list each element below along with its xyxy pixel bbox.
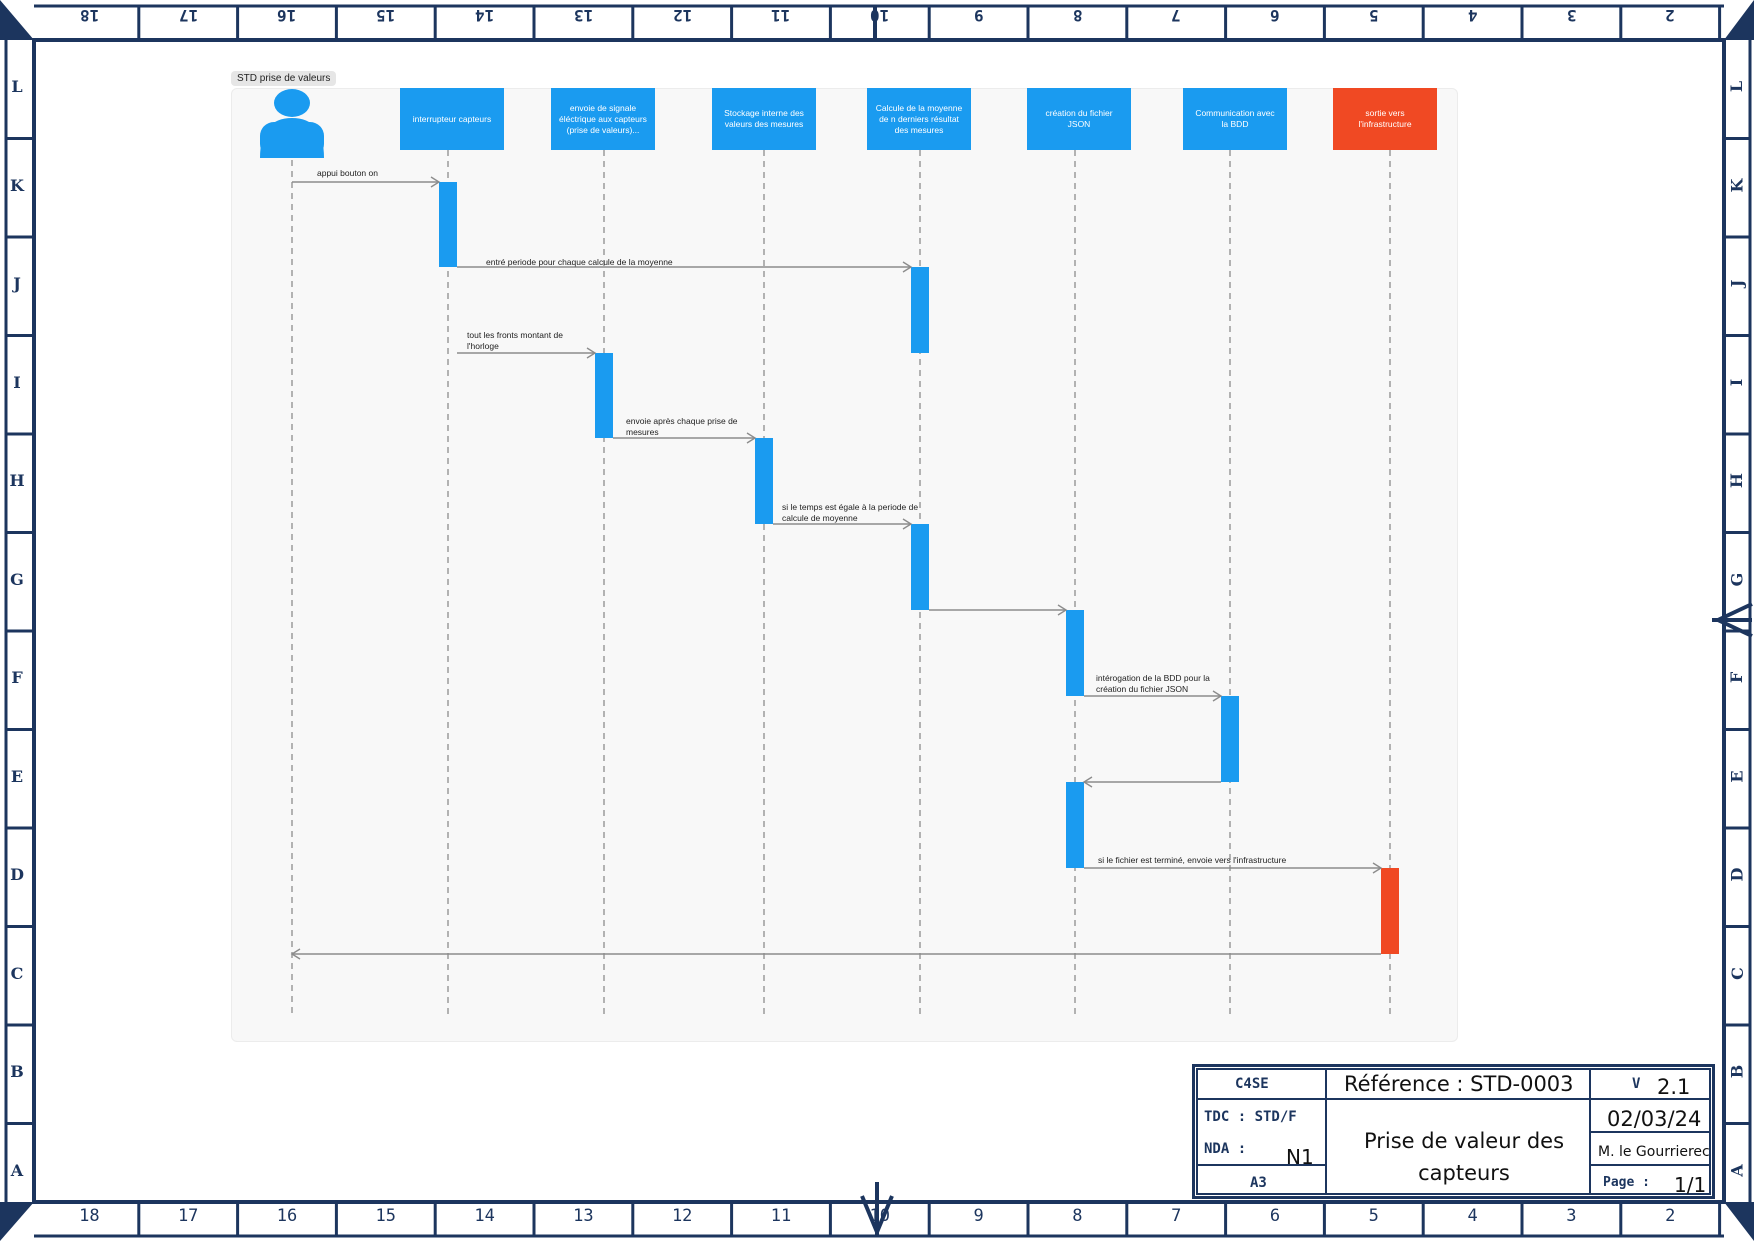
message-label: envoie après chaque prise de mesures [626,416,738,437]
version: 2.1 [1657,1075,1691,1099]
zone-label-bottom: 7 [1171,1206,1182,1226]
zone-label-left: J [13,274,21,294]
page-label: Page : [1603,1175,1650,1190]
zone-label-left: F [11,668,23,688]
zone-label-bottom: 16 [276,1206,298,1226]
nda-label: NDA : [1204,1141,1247,1157]
company-code: C4SE [1235,1076,1269,1092]
activation-bar [1066,782,1084,868]
zone-label-bottom: 3 [1566,1206,1577,1226]
actor-icon [260,89,324,158]
zone-label-left: L [11,77,23,97]
centering-mark-top [873,6,877,40]
zone-label-bottom: 5 [1368,1206,1379,1226]
arrow-head [1372,862,1383,874]
arrow-head [586,347,597,359]
zone-label-bottom: 13 [573,1206,594,1226]
zone-label-bottom: 9 [973,1206,984,1226]
diagram-title: STD prise de valeurs [231,71,337,86]
participant-box: interrupteur capteurs [400,88,504,150]
zone-label-bottom: 4 [1467,1206,1478,1226]
zone-label-left: H [9,471,25,491]
zone-label-left: K [10,175,24,195]
arrow-head [1057,604,1068,616]
arrow-head [1082,776,1093,788]
centering-mark-right [1712,602,1753,638]
zone-label-bottom: 8 [1072,1206,1083,1226]
participant-box: sortie vers l'infrastructure [1333,88,1437,150]
activation-bar [1066,610,1084,696]
message-label: entré periode pour chaque calcule de la … [486,257,673,267]
message-label: tout les fronts montant de l'horloge [467,330,563,351]
zone-label-left: A [10,1160,24,1180]
activation-bar [911,524,929,610]
arrow-head [1212,690,1223,702]
zone-label-bottom: 2 [1665,1206,1676,1226]
zone-label-bottom: 17 [177,1206,199,1226]
activation-bar [1221,696,1239,782]
zone-label-left: B [10,1062,24,1082]
arrow-head [290,948,301,960]
centering-mark-bottom [860,1182,894,1238]
zone-label-bottom: 11 [770,1206,792,1226]
tdc: TDC : STD/F [1204,1109,1297,1125]
zone-label-bottom: 6 [1269,1206,1281,1226]
author: M. le Gourrierec [1598,1144,1710,1160]
arrow-head [746,432,757,444]
zone-label-bottom: 10 [869,1206,891,1226]
version-label: V [1632,1076,1641,1092]
zone-label-left: E [10,766,24,786]
zone-label-bottom: 12 [671,1206,693,1226]
arrow-head [902,261,913,273]
zone-label-left: G [10,569,24,589]
zone-label-left: C [10,963,24,983]
zone-label-left: D [10,865,24,885]
participant-box: Communication avec la BDD [1183,88,1287,150]
participant-box: Calcule de la moyenne de n derniers résu… [867,88,971,150]
zone-label-bottom: 15 [375,1206,397,1226]
participant-box: création du fichier JSON [1027,88,1131,150]
date: 02/03/24 [1607,1107,1702,1131]
arrow-head [902,518,913,530]
activation-bar [755,438,773,524]
message-label: si le temps est égale à la periode de ca… [782,502,919,523]
zone-label-left: I [13,372,21,392]
title-block: C4SE Référence : STD-0003 V 2.1 TDC : ST… [1192,1064,1715,1199]
message-label: intérogation de la BDD pour la création … [1096,673,1210,694]
reference: Référence : STD-0003 [1344,1072,1574,1096]
participant-box: envoie de signale éléctrique aux capteur… [551,88,655,150]
message-label: appui bouton on [317,168,378,178]
nda-value: N1 [1286,1145,1314,1169]
participant-box: Stockage interne des valeurs des mesures [712,88,816,150]
activation-bar [439,182,457,267]
arrow-head [430,176,441,188]
diagram-canvas [231,88,1458,1042]
sheet-format: A3 [1250,1175,1267,1191]
zone-label-bottom: 18 [79,1206,100,1226]
page-number: 1/1 [1674,1173,1707,1197]
activation-bar [1381,868,1399,954]
zone-label-bottom: 14 [474,1206,495,1226]
message-label: si le fichier est terminé, envoie vers l… [1098,855,1287,865]
activation-bar [911,267,929,353]
drawing-title: Prise de valeur des capteurs [1363,1129,1565,1185]
activation-bar [595,353,613,438]
